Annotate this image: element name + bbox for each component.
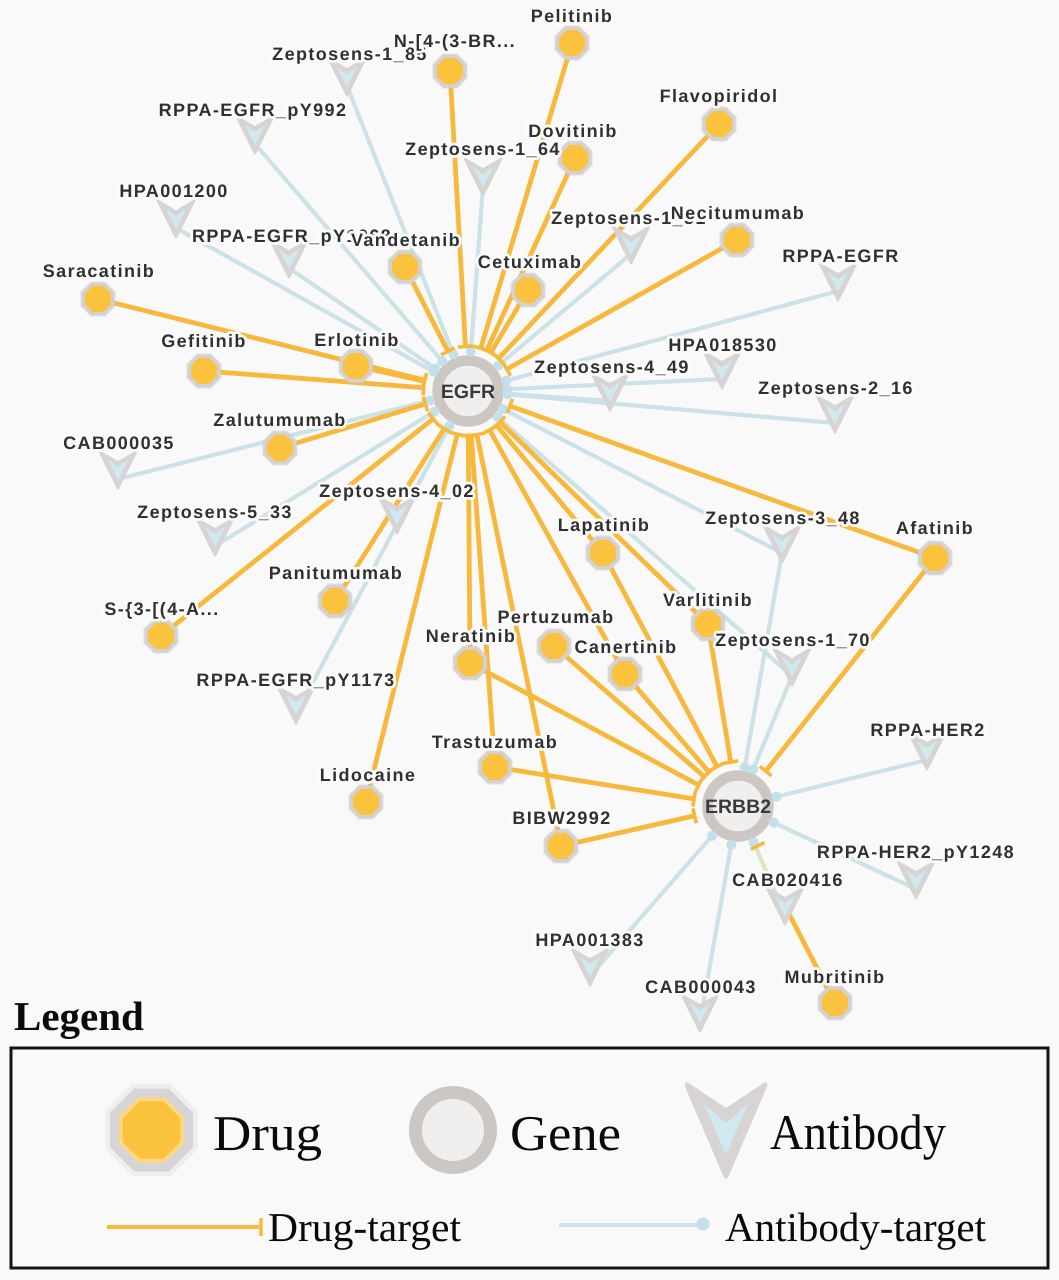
svg-text:Gene: Gene <box>510 1105 621 1161</box>
svg-text:Pelitinib: Pelitinib <box>531 6 614 26</box>
svg-text:Legend: Legend <box>14 993 144 1040</box>
svg-text:Mubritinib: Mubritinib <box>785 967 886 987</box>
svg-text:Zeptosens-3_48: Zeptosens-3_48 <box>705 508 861 528</box>
svg-text:Zeptosens-2_16: Zeptosens-2_16 <box>758 378 914 398</box>
svg-text:Drug: Drug <box>213 1105 322 1161</box>
svg-text:Antibody: Antibody <box>770 1104 946 1160</box>
svg-text:HPA018530: HPA018530 <box>668 335 777 355</box>
svg-text:Panitumumab: Panitumumab <box>269 563 403 583</box>
svg-text:HPA001200: HPA001200 <box>119 181 228 201</box>
svg-text:Drug-target: Drug-target <box>268 1204 462 1250</box>
svg-text:Zeptosens-5_33: Zeptosens-5_33 <box>137 502 293 522</box>
svg-text:Vandetanib: Vandetanib <box>351 230 461 250</box>
svg-text:Necitumumab: Necitumumab <box>671 203 805 223</box>
svg-text:RPPA-EGFR_pY1068: RPPA-EGFR_pY1068 <box>192 226 392 246</box>
svg-text:Cetuximab: Cetuximab <box>478 252 583 272</box>
svg-text:Trastuzumab: Trastuzumab <box>432 732 558 752</box>
svg-text:Erlotinib: Erlotinib <box>314 330 400 350</box>
svg-text:Pertuzumab: Pertuzumab <box>497 607 614 627</box>
svg-text:Varlitinib: Varlitinib <box>663 590 753 610</box>
svg-text:Saracatinib: Saracatinib <box>43 261 155 281</box>
svg-text:RPPA-EGFR_pY1173: RPPA-EGFR_pY1173 <box>196 670 395 690</box>
svg-text:N-[4-(3-BR...: N-[4-(3-BR... <box>394 31 516 51</box>
svg-text:HPA001383: HPA001383 <box>535 930 644 950</box>
svg-text:CAB000035: CAB000035 <box>63 433 175 453</box>
svg-text:CAB000043: CAB000043 <box>645 977 757 997</box>
svg-text:RPPA-EGFR: RPPA-EGFR <box>782 246 899 266</box>
svg-text:BIBW2992: BIBW2992 <box>512 808 611 828</box>
svg-text:S-{3-[(4-A...: S-{3-[(4-A... <box>104 599 219 619</box>
svg-text:Lapatinib: Lapatinib <box>558 515 651 535</box>
svg-text:Zalutumumab: Zalutumumab <box>213 410 346 430</box>
svg-text:Zeptosens-1_70: Zeptosens-1_70 <box>715 630 871 650</box>
svg-text:Zeptosens-4_49: Zeptosens-4_49 <box>534 357 690 377</box>
svg-text:Neratinib: Neratinib <box>426 626 517 646</box>
svg-text:RPPA-HER2_pY1248: RPPA-HER2_pY1248 <box>817 842 1015 862</box>
svg-text:RPPA-EGFR_pY992: RPPA-EGFR_pY992 <box>159 100 348 120</box>
svg-text:Zeptosens-1_85: Zeptosens-1_85 <box>272 44 428 64</box>
svg-text:Dovitinib: Dovitinib <box>528 121 618 141</box>
svg-text:ERBB2: ERBB2 <box>705 796 771 818</box>
svg-text:Antibody-target: Antibody-target <box>725 1204 987 1250</box>
svg-text:RPPA-HER2: RPPA-HER2 <box>870 720 985 740</box>
svg-text:CAB020416: CAB020416 <box>732 870 844 890</box>
svg-text:Lidocaine: Lidocaine <box>320 765 417 785</box>
svg-text:Afatinib: Afatinib <box>896 518 974 538</box>
svg-text:Canertinib: Canertinib <box>574 637 677 657</box>
svg-text:Flavopiridol: Flavopiridol <box>660 86 779 106</box>
svg-text:Zeptosens-1_51: Zeptosens-1_51 <box>551 208 707 228</box>
svg-text:EGFR: EGFR <box>441 381 495 403</box>
svg-text:Gefitinib: Gefitinib <box>161 331 247 351</box>
svg-text:Zeptosens-4_02: Zeptosens-4_02 <box>319 481 475 501</box>
svg-text:Zeptosens-1_64: Zeptosens-1_64 <box>405 139 561 159</box>
